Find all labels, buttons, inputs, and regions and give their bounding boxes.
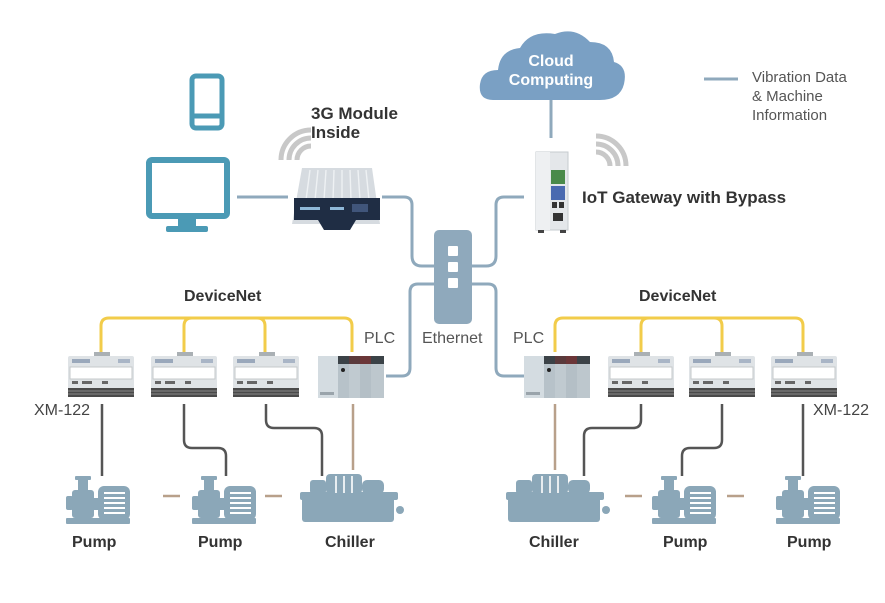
right-devicenet-bus <box>553 316 805 352</box>
cloud-icon <box>479 31 625 100</box>
legend-line3: Information <box>752 107 828 124</box>
left-xm122-module-2 <box>150 351 218 398</box>
right-xm122-module-1 <box>607 351 675 398</box>
right-devicenet-label: DeviceNet <box>639 288 717 305</box>
right-pump-icon-1 <box>651 475 717 525</box>
left-plc-icon <box>318 356 384 398</box>
gateway-switch-link <box>472 195 524 268</box>
left-chiller-icon <box>299 473 405 523</box>
right-xm122-module-3 <box>770 351 838 398</box>
right-xm122-label: XM-122 <box>813 402 870 419</box>
legend-line1: Vibration Data <box>752 69 847 86</box>
left-devicenet-bus <box>99 316 354 352</box>
left-pump-icon-2 <box>191 475 257 525</box>
smartphone-icon <box>189 73 225 131</box>
left-devicenet-label: DeviceNet <box>184 288 262 305</box>
left-equipment-label-2: Pump <box>198 534 243 551</box>
left-xm122-module-3 <box>232 351 300 398</box>
right-plc-switch-link <box>472 282 524 378</box>
module-switch-link <box>382 195 436 268</box>
left-equipment-label-3: Chiller <box>325 534 375 551</box>
right-plc-label: PLC <box>513 330 545 347</box>
monitor-icon <box>146 157 230 232</box>
module-label-line2: Inside <box>311 123 361 142</box>
cloud-label: Cloud Computing <box>491 52 611 90</box>
right-xm122-module-2 <box>688 351 756 398</box>
gateway-label: IoT Gateway with Bypass <box>582 188 787 207</box>
ethernet-switch-icon <box>434 230 472 324</box>
left-xm122-module-1 <box>67 351 135 398</box>
module-label-line1: 3G Module <box>311 104 398 123</box>
left-vibration-links <box>100 404 324 476</box>
ethernet-label: Ethernet <box>422 330 483 347</box>
right-chiller-icon <box>505 473 611 523</box>
right-vibration-links <box>582 404 805 476</box>
right-equipment-label-2: Pump <box>663 534 708 551</box>
left-plc-label: PLC <box>364 330 396 347</box>
right-equipment-label-1: Chiller <box>529 534 579 551</box>
gateway-wifi-icon <box>596 136 626 166</box>
left-pump-icon-1 <box>65 475 131 525</box>
left-equipment-label-1: Pump <box>72 534 117 551</box>
right-equipment-label-3: Pump <box>787 534 832 551</box>
left-plc-switch-link <box>386 282 434 378</box>
legend-line2: & Machine <box>752 88 823 105</box>
iot-gateway-icon <box>535 151 569 233</box>
module-label: 3G Module Inside <box>311 104 398 142</box>
cloud-label-line2: Computing <box>508 72 594 89</box>
right-plc-icon <box>524 356 590 398</box>
cloud-label-line1: Cloud <box>528 53 574 70</box>
embedded-pc-icon <box>292 168 380 230</box>
left-xm122-label: XM-122 <box>34 402 91 419</box>
legend-text: Vibration Data & Machine Information <box>752 68 847 125</box>
wifi-signal-icon <box>281 130 311 160</box>
right-pump-icon-2 <box>775 475 841 525</box>
